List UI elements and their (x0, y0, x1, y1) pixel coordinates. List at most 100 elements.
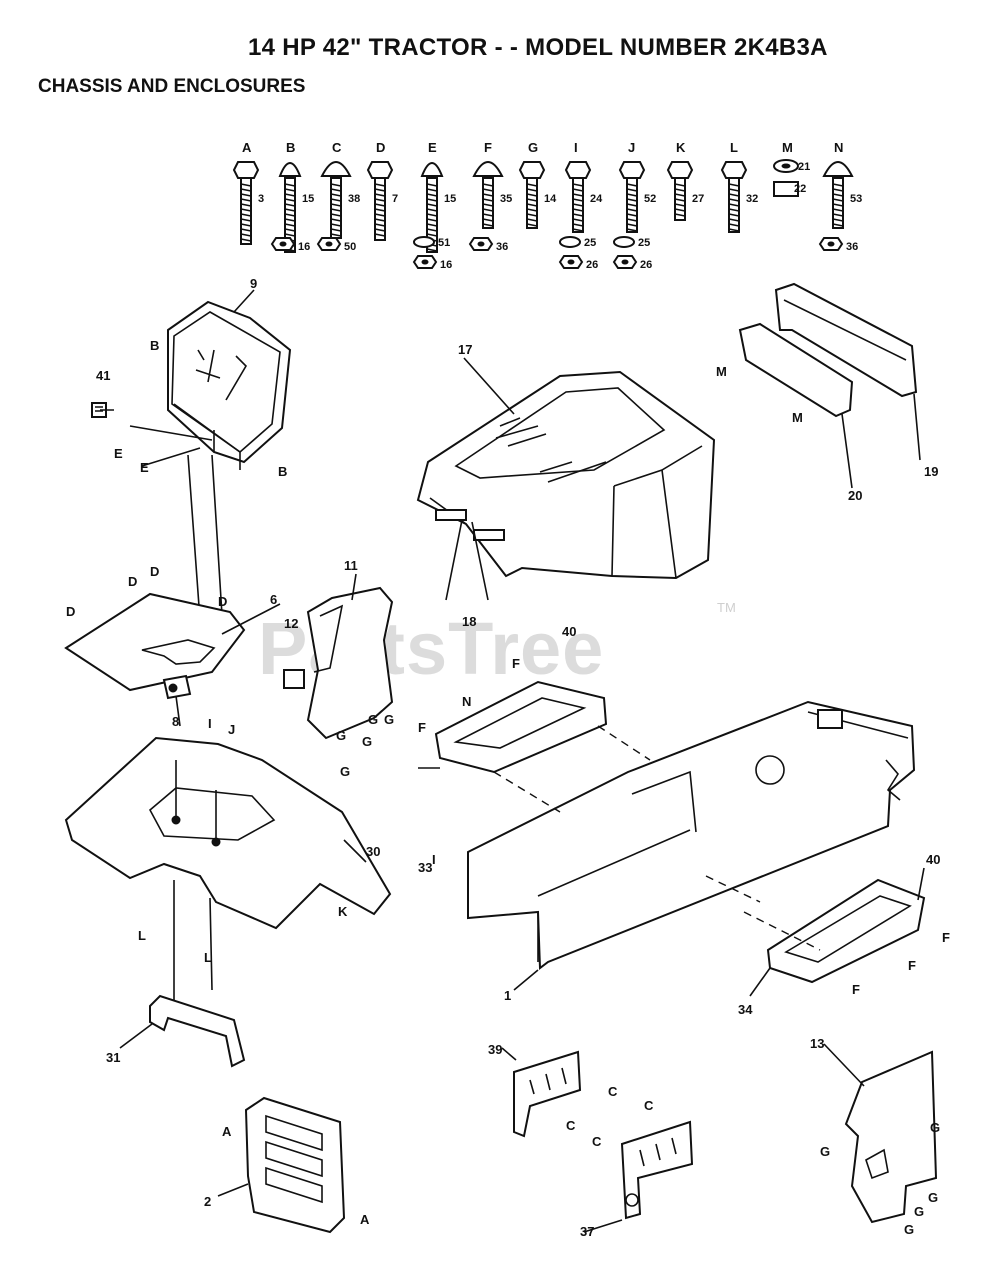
hardware-part-number: 24 (590, 193, 603, 205)
hardware-part-number: 27 (692, 193, 704, 205)
hardware-tag-l: L (204, 950, 212, 965)
hardware-tag-f: F (418, 720, 426, 735)
hardware-letter: C (332, 140, 342, 155)
callout-13[interactable]: 13 (810, 1036, 824, 1051)
hardware-part-number: 7 (392, 193, 398, 205)
washer-part-number: 25 (638, 237, 650, 249)
hardware-tag-l: L (138, 928, 146, 943)
callout-8[interactable]: 8 (172, 714, 179, 729)
hardware-tag-a: A (222, 1124, 232, 1139)
callout-19[interactable]: 19 (924, 464, 938, 479)
hardware-tag-m: M (716, 364, 727, 379)
nut-part-number: 36 (846, 241, 858, 253)
part-30-fender[interactable] (64, 736, 392, 930)
hardware-d[interactable]: D7 (366, 140, 398, 241)
part-12-plate[interactable] (283, 669, 305, 689)
part-11-side-panel[interactable] (306, 586, 394, 740)
part-33-seat-bracket[interactable] (434, 680, 608, 774)
part-6-floor-plate[interactable] (64, 592, 246, 692)
hardware-tag-g: G (904, 1222, 914, 1237)
hardware-letter: N (834, 140, 843, 155)
washer-part-number: 51 (438, 237, 450, 249)
hardware-tag-f: F (942, 930, 950, 945)
hardware-a[interactable]: A3 (232, 140, 264, 245)
hardware-part-number: 15 (444, 193, 456, 205)
hardware-tag-e: E (140, 460, 149, 475)
hardware-part-number: 38 (348, 193, 360, 205)
callout-40-lower[interactable]: 40 (926, 852, 940, 867)
hardware-tag-c: C (566, 1118, 576, 1133)
callout-12[interactable]: 12 (284, 616, 298, 631)
hardware-tag-f: F (852, 982, 860, 997)
callout-37[interactable]: 37 (580, 1224, 594, 1239)
hardware-tag-f: F (908, 958, 916, 973)
hardware-tag-c: C (592, 1134, 602, 1149)
hardware-part-number: 15 (302, 193, 314, 205)
part-19-rear-rail[interactable] (774, 282, 918, 398)
callout-30[interactable]: 30 (366, 844, 380, 859)
hardware-tag-m: M (792, 410, 803, 425)
hardware-tag-e: E (114, 446, 123, 461)
hardware-tag-i: I (432, 852, 436, 867)
hardware-tag-g: G (368, 712, 378, 727)
part-9-dash-console[interactable] (167, 300, 292, 470)
hardware-tag-c: C (608, 1084, 618, 1099)
hardware-letter: D (376, 140, 385, 155)
callout-2[interactable]: 2 (204, 1194, 211, 1209)
hardware-g[interactable]: G 14 (518, 140, 557, 229)
diagram-title: 14 HP 42" TRACTOR - - MODEL NUMBER 2K4B3… (248, 34, 828, 61)
hardware-k[interactable]: K27 (666, 140, 704, 221)
hardware-letter: F (484, 140, 492, 155)
callout-11[interactable]: 11 (344, 558, 358, 573)
assembly-dashed-lines (493, 725, 821, 951)
washer-part-number: 25 (584, 237, 596, 249)
hardware-part-number: 14 (544, 193, 557, 205)
part-20-bracket[interactable] (738, 322, 854, 418)
part-8-bracket[interactable] (162, 674, 192, 700)
hardware-letter: E (428, 140, 437, 155)
part-13-side-panel[interactable] (844, 1050, 938, 1224)
nut-part-number: 26 (586, 259, 598, 271)
callout-1[interactable]: 1 (504, 988, 511, 1003)
hardware-tag-g: G (362, 734, 372, 749)
hardware-tag-g: G (914, 1204, 924, 1219)
hardware-letter: G (528, 140, 538, 155)
hardware-part-number: 3 (258, 193, 264, 205)
hardware-letter: J (628, 140, 635, 155)
callout-18[interactable]: 18 (462, 614, 476, 629)
hardware-letter: L (730, 140, 738, 155)
part-1-chassis-frame[interactable] (467, 700, 916, 970)
steering-column (187, 454, 223, 621)
callout-6[interactable]: 6 (270, 592, 277, 607)
callout-39[interactable]: 39 (488, 1042, 502, 1057)
part-37-bracket[interactable] (620, 1120, 694, 1220)
hardware-tag-g: G (340, 764, 350, 779)
callout-9[interactable]: 9 (250, 276, 257, 291)
part-2-grille[interactable] (244, 1096, 346, 1234)
hardware-part-number: 32 (746, 193, 758, 205)
part-34-seat-bracket[interactable] (766, 878, 926, 984)
hardware-tag-f: F (512, 656, 520, 671)
callout-40-upper[interactable]: 40 (562, 624, 576, 639)
callout-41[interactable]: 41 (96, 368, 110, 383)
callout-17[interactable]: 17 (458, 342, 472, 357)
part-39-bracket[interactable] (513, 1050, 582, 1138)
callout-34[interactable]: 34 (738, 1002, 753, 1017)
callout-20[interactable]: 20 (848, 488, 862, 503)
callout-33[interactable]: 33 (418, 860, 432, 875)
hardware-tag-b: B (278, 464, 287, 479)
hardware-tag-c: C (644, 1098, 654, 1113)
hardware-tag-j: J (228, 722, 235, 737)
part-17-hood[interactable] (416, 370, 716, 580)
callout-31[interactable]: 31 (106, 1050, 120, 1065)
hardware-l[interactable]: L 32 (720, 140, 758, 233)
